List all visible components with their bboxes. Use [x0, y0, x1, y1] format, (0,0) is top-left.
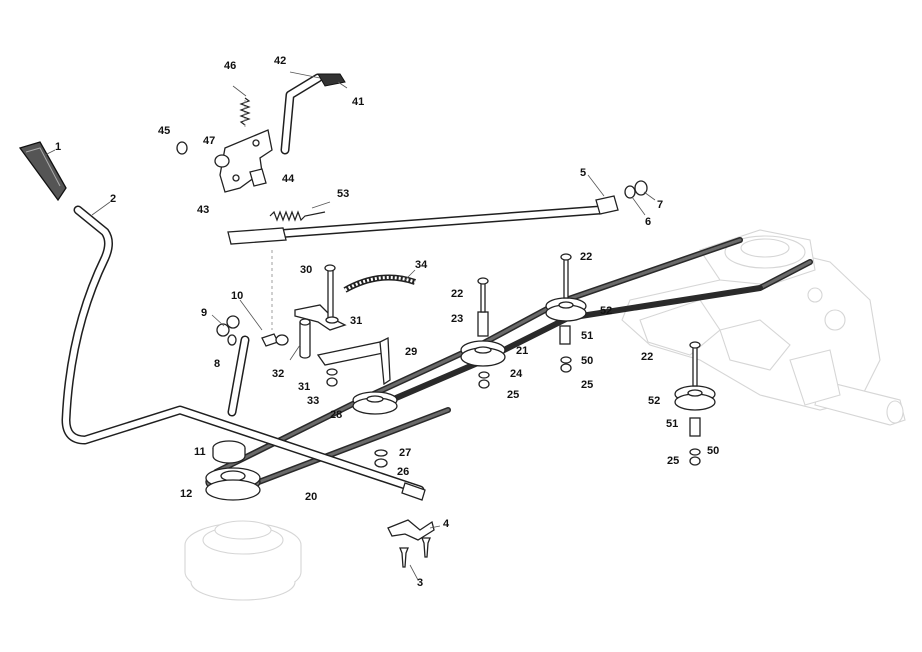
- callout-5: 5: [580, 167, 586, 179]
- callout-9: 9: [201, 307, 207, 319]
- callout-52a: 52: [600, 305, 612, 317]
- callout-25c: 25: [667, 455, 679, 467]
- lever-arm: [227, 333, 289, 417]
- callout-32: 32: [272, 368, 284, 380]
- callout-34: 34: [415, 259, 428, 271]
- callout-25b: 25: [581, 379, 593, 391]
- callout-53: 53: [337, 188, 349, 200]
- callout-6: 6: [645, 216, 651, 228]
- callout-10: 10: [231, 290, 243, 302]
- callout-41: 41: [352, 96, 364, 108]
- callout-23: 23: [451, 313, 463, 325]
- callout-2: 2: [110, 193, 116, 205]
- clip-and-screws: [387, 519, 435, 568]
- callout-50b: 50: [707, 445, 719, 457]
- callout-4: 4: [443, 518, 450, 530]
- clutch-ghost: [184, 520, 302, 601]
- callout-12: 12: [180, 488, 192, 500]
- callout-33: 33: [307, 395, 319, 407]
- callout-7: 7: [657, 199, 663, 211]
- callout-1: 1: [55, 141, 61, 153]
- callout-8: 8: [214, 358, 220, 370]
- callout-52b: 52: [648, 395, 660, 407]
- callout-22b: 22: [580, 251, 592, 263]
- callout-24: 24: [510, 368, 523, 380]
- springs: [269, 210, 416, 293]
- callout-45: 45: [158, 125, 170, 137]
- pedal-pad: [18, 141, 67, 202]
- callout-20: 20: [305, 491, 317, 503]
- pedal-rod: [61, 205, 426, 501]
- pulleys: [205, 253, 716, 501]
- transaxle-ghost: [621, 229, 906, 426]
- callout-29: 29: [405, 346, 417, 358]
- callout-51a: 51: [581, 330, 593, 342]
- callout-22a: 22: [451, 288, 463, 300]
- callout-3: 3: [417, 577, 423, 589]
- callout-labels: 1 2 3 4 5 6 7 8 9 10 11 12 20 21 22 22 2…: [55, 55, 719, 589]
- guide-lines: [244, 100, 273, 330]
- callout-42: 42: [274, 55, 286, 67]
- callout-31a: 31: [350, 315, 362, 327]
- callout-22c: 22: [641, 351, 653, 363]
- bracket-assembly: [176, 73, 346, 193]
- callout-44: 44: [282, 173, 295, 185]
- callout-43: 43: [197, 204, 209, 216]
- callout-26: 26: [397, 466, 409, 478]
- callout-27: 27: [399, 447, 411, 459]
- callout-25a: 25: [507, 389, 519, 401]
- callout-50a: 50: [581, 355, 593, 367]
- callout-21: 21: [516, 345, 528, 357]
- callout-30: 30: [300, 264, 312, 276]
- control-rod: [227, 180, 648, 245]
- leader-lines: [44, 71, 656, 581]
- callout-46: 46: [224, 60, 236, 72]
- callout-28: 28: [330, 409, 342, 421]
- idler-bracket: [294, 264, 391, 387]
- callout-11: 11: [194, 446, 206, 458]
- callout-47: 47: [203, 135, 215, 147]
- callout-31b: 31: [298, 381, 310, 393]
- callout-51b: 51: [666, 418, 678, 430]
